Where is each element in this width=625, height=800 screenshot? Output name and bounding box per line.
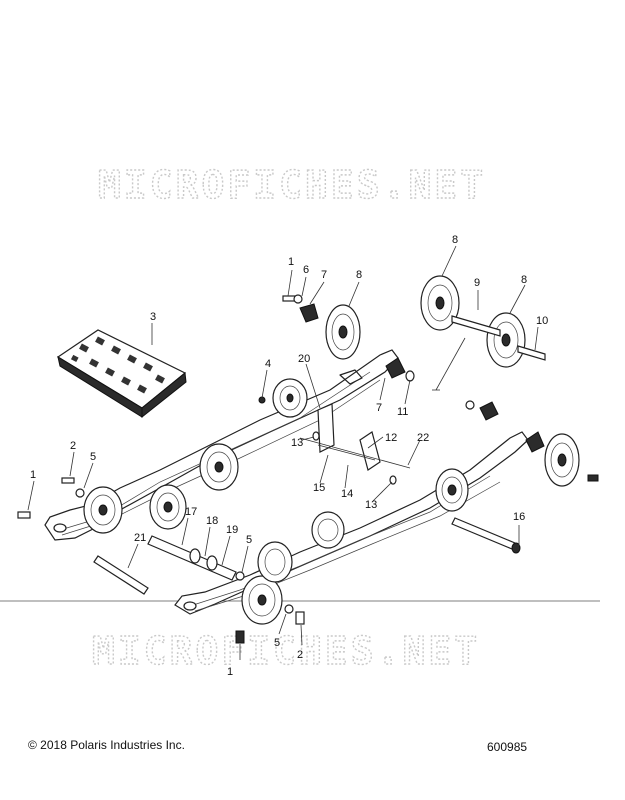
watermark-top: MICROFICHES.NET — [98, 163, 486, 207]
watermark-bottom: MICROFICHES.NET — [92, 629, 480, 673]
callout-13-a: 13 — [291, 437, 303, 449]
callout-1-bottom: 1 — [227, 666, 233, 678]
callout-4: 4 — [265, 358, 271, 370]
callout-14: 14 — [341, 488, 353, 500]
slide-pad — [56, 329, 187, 419]
center-arm — [299, 403, 411, 471]
callout-21: 21 — [134, 532, 146, 544]
callout-22: 22 — [417, 432, 429, 444]
callout-leaders — [27, 245, 539, 660]
callout-7-mid: 7 — [376, 402, 382, 414]
callout-19: 19 — [226, 524, 238, 536]
callout-13-b: 13 — [365, 499, 377, 511]
callout-5-left: 5 — [90, 451, 96, 463]
callout-8-b: 8 — [452, 234, 458, 246]
copyright-notice: © 2018 Polaris Industries Inc. — [28, 738, 185, 752]
callout-12: 12 — [385, 432, 397, 444]
callout-20: 20 — [298, 353, 310, 365]
rod — [93, 555, 149, 595]
idler-wheels — [83, 275, 580, 625]
callout-8-c: 8 — [521, 274, 527, 286]
callout-8-a: 8 — [356, 269, 362, 281]
callout-7-top: 7 — [321, 269, 327, 281]
callout-16: 16 — [513, 511, 525, 523]
callout-5-mid: 5 — [246, 534, 252, 546]
callout-5-bottom: 5 — [274, 637, 280, 649]
wheel-axle — [451, 315, 546, 361]
callout-11: 11 — [397, 406, 408, 418]
cross-shaft — [147, 535, 237, 581]
callout-18: 18 — [206, 515, 218, 527]
diagram-code: 600985 — [487, 740, 528, 754]
callout-1-left: 1 — [30, 469, 36, 481]
callout-2-bottom: 2 — [297, 649, 303, 661]
callout-1-top: 1 — [288, 256, 294, 268]
hardware — [17, 294, 599, 644]
callout-6: 6 — [303, 264, 309, 276]
callout-numbers: 1 6 7 8 8 9 8 10 3 4 20 7 11 12 22 13 15… — [30, 234, 548, 678]
callout-3: 3 — [150, 311, 156, 323]
callout-17: 17 — [185, 506, 197, 518]
callout-15: 15 — [313, 482, 325, 494]
callout-2-left: 2 — [70, 440, 76, 452]
callout-10: 10 — [536, 315, 548, 327]
callout-9: 9 — [474, 277, 480, 289]
rear-shaft — [451, 517, 516, 550]
